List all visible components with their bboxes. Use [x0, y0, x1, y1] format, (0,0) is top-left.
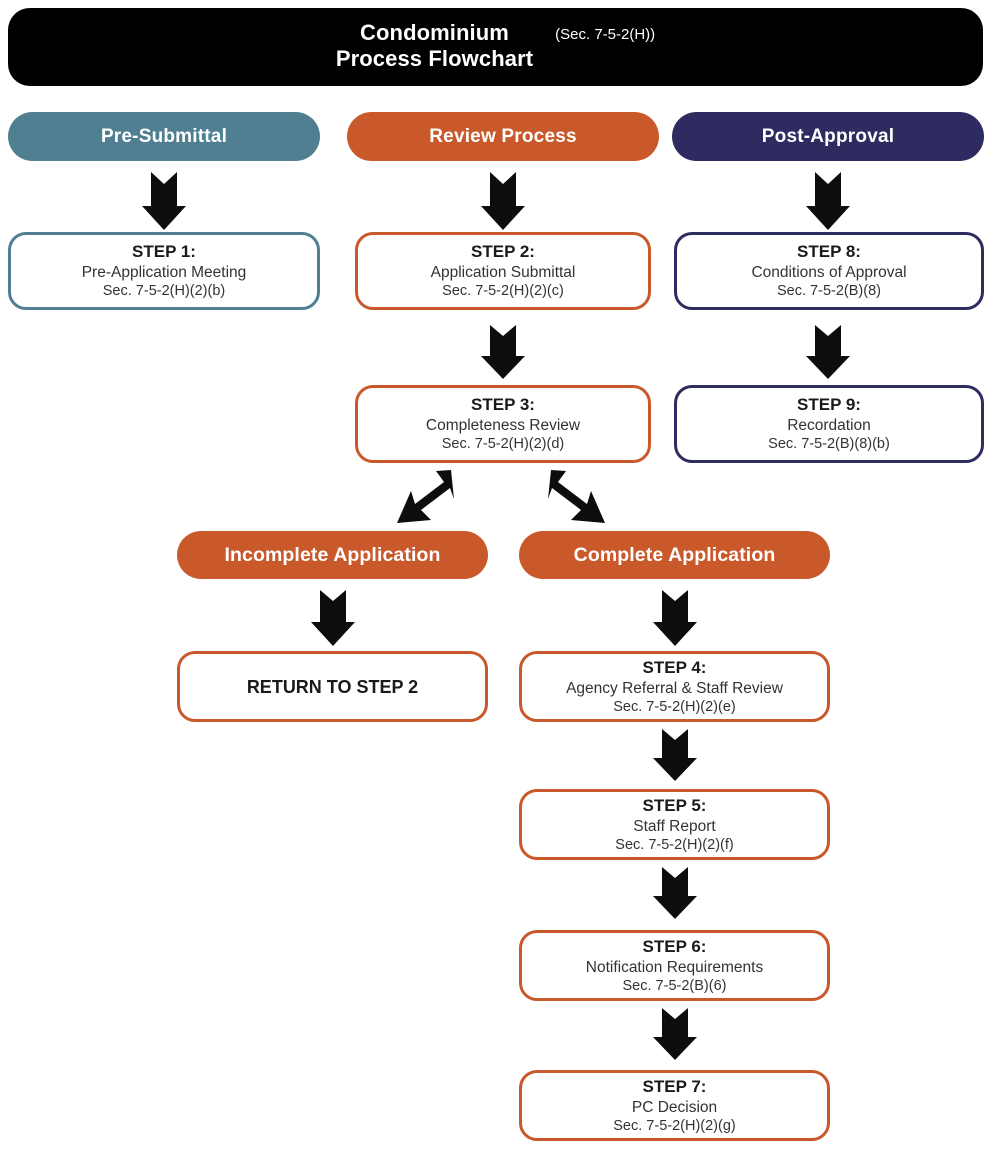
page-title-section-ref: (Sec. 7-5-2(H)) [555, 26, 656, 43]
step-citation: Sec. 7-5-2(B)(8)(b) [768, 436, 890, 452]
step-box-step5[interactable]: STEP 5: Staff Report Sec. 7-5-2(H)(2)(f) [519, 789, 830, 860]
column-header-pre-submittal: Pre-Submittal [8, 112, 320, 161]
arrow-step4-to-step5 [653, 729, 697, 781]
step-subtitle: Notification Requirements [585, 958, 764, 976]
step-subtitle: Pre-Application Meeting [81, 264, 247, 281]
step-citation: Sec. 7-5-2(B)(6) [622, 977, 727, 994]
step-citation: Sec. 7-5-2(H)(2)(e) [613, 698, 736, 715]
decision-complete-application[interactable]: Complete Application [519, 531, 830, 579]
arrow-step2-to-step3 [481, 325, 525, 379]
column-header-label: Review Process [429, 125, 577, 147]
arrow-pre-submittal-to-step1 [142, 172, 186, 230]
step-subtitle: Recordation [787, 417, 871, 434]
step-subtitle: Conditions of Approval [751, 264, 907, 281]
page-title: Condominium Process Flowchart [336, 20, 533, 72]
step-box-step9[interactable]: STEP 9: Recordation Sec. 7-5-2(B)(8)(b) [674, 385, 984, 463]
return-box-title: RETURN TO STEP 2 [246, 676, 419, 697]
step-subtitle: Completeness Review [425, 417, 581, 434]
arrow-step8-to-step9 [806, 325, 850, 379]
decision-incomplete-application[interactable]: Incomplete Application [177, 531, 488, 579]
step-citation: Sec. 7-5-2(H)(2)(f) [615, 836, 734, 853]
step-title: STEP 6: [642, 936, 707, 956]
arrow-review-process-to-step2 [481, 172, 525, 230]
step-title: STEP 8: [797, 242, 861, 261]
step-box-step2[interactable]: STEP 2: Application Submittal Sec. 7-5-2… [355, 232, 651, 310]
step-title: STEP 3: [471, 395, 535, 414]
step-title: STEP 1: [132, 242, 196, 261]
step-subtitle: Application Submittal [430, 264, 576, 281]
return-to-step-box[interactable]: RETURN TO STEP 2 [177, 651, 488, 722]
column-header-label: Pre-Submittal [100, 125, 228, 147]
step-subtitle: Agency Referral & Staff Review [566, 679, 783, 697]
page-title-line2: Process Flowchart [335, 46, 534, 71]
step-box-step4[interactable]: STEP 4: Agency Referral & Staff Review S… [519, 651, 830, 722]
arrow-step3-to-incomplete [390, 468, 456, 530]
step-title: STEP 9: [797, 395, 861, 414]
arrow-complete-to-step4 [653, 590, 697, 646]
step-citation: Sec. 7-5-2(H)(2)(b) [102, 283, 226, 299]
step-citation: Sec. 7-5-2(H)(2)(g) [613, 1117, 736, 1134]
step-citation: Sec. 7-5-2(H)(2)(c) [442, 283, 564, 299]
decision-label: Incomplete Application [224, 543, 441, 566]
step-box-step1[interactable]: STEP 1: Pre-Application Meeting Sec. 7-5… [8, 232, 320, 310]
step-citation: Sec. 7-5-2(H)(2)(d) [441, 436, 565, 452]
chart-title-banner: Condominium Process Flowchart (Sec. 7-5-… [8, 8, 983, 86]
step-box-step8[interactable]: STEP 8: Conditions of Approval Sec. 7-5-… [674, 232, 984, 310]
step-title: STEP 7: [642, 1076, 707, 1096]
step-title: STEP 5: [642, 795, 707, 815]
column-header-label: Post-Approval [761, 125, 895, 147]
arrow-post-approval-to-step8 [806, 172, 850, 230]
column-header-review-process: Review Process [347, 112, 659, 161]
step-subtitle: Staff Report [633, 817, 716, 835]
arrow-step6-to-step7 [653, 1008, 697, 1060]
arrow-step3-to-complete [548, 468, 614, 530]
step-title: STEP 2: [471, 242, 535, 261]
step-subtitle: PC Decision [631, 1098, 718, 1116]
arrow-incomplete-to-return [311, 590, 355, 646]
step-box-step6[interactable]: STEP 6: Notification Requirements Sec. 7… [519, 930, 830, 1001]
column-header-post-approval: Post-Approval [672, 112, 984, 161]
step-box-step7[interactable]: STEP 7: PC Decision Sec. 7-5-2(H)(2)(g) [519, 1070, 830, 1141]
decision-label: Complete Application [573, 543, 776, 566]
page-title-line1: Condominium [360, 20, 509, 45]
step-title: STEP 4: [642, 657, 707, 677]
step-box-step3[interactable]: STEP 3: Completeness Review Sec. 7-5-2(H… [355, 385, 651, 463]
step-citation: Sec. 7-5-2(B)(8) [777, 283, 881, 299]
arrow-step5-to-step6 [653, 867, 697, 919]
